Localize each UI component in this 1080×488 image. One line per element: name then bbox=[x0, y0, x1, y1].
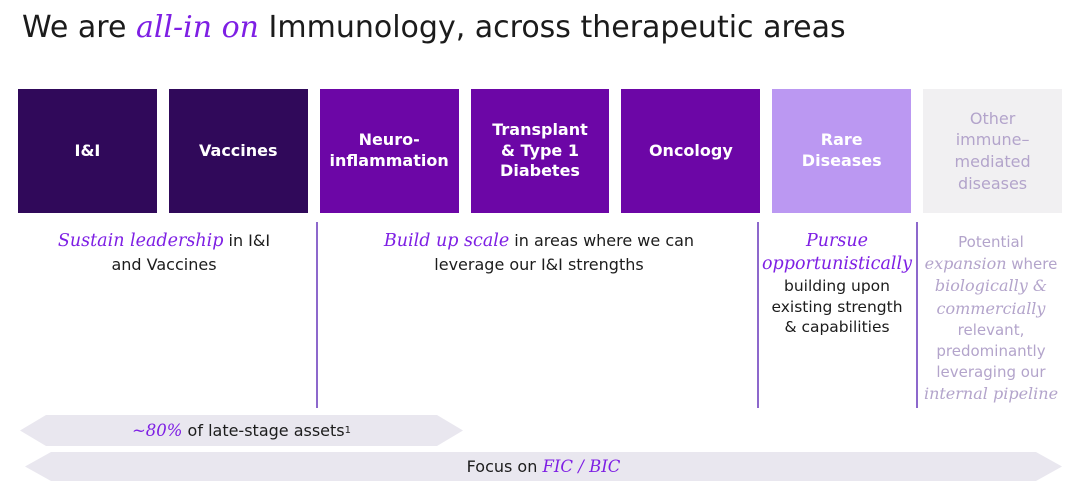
note-sustain-leadership: Sustain leadership in I&I and Vaccines bbox=[18, 230, 310, 275]
note-line: predominantly bbox=[936, 342, 1046, 361]
note-line: Sustain leadership in I&I bbox=[18, 230, 310, 254]
box-label-line: & Type 1 bbox=[501, 140, 579, 160]
box-label-line: Neuro- bbox=[358, 130, 420, 150]
note-line: expansion where bbox=[919, 253, 1063, 275]
note-build-up-scale: Build up scale in areas where we can lev… bbox=[322, 230, 756, 275]
banner-focus-fic-bic: Focus on FIC / BIC bbox=[25, 452, 1062, 481]
title-suffix: Immunology, across therapeutic areas bbox=[259, 10, 846, 45]
box-label-line: Oncology bbox=[648, 140, 733, 160]
box-rare-diseases: Rare Diseases bbox=[772, 89, 912, 213]
note-line: leveraging our bbox=[936, 363, 1046, 382]
title-accent: all-in on bbox=[135, 10, 259, 45]
note-line: & capabilities bbox=[784, 318, 890, 337]
note-line: leverage our I&I strengths bbox=[434, 254, 644, 274]
note-accent: opportunistically bbox=[762, 254, 912, 275]
note-line: Potential bbox=[958, 233, 1024, 251]
note-accent: Pursue bbox=[805, 231, 869, 251]
note-italic: commercially bbox=[936, 298, 1046, 318]
box-other-immune-mediated: Other immune– mediated diseases bbox=[923, 89, 1063, 213]
note-accent: Sustain leadership bbox=[57, 231, 224, 251]
note-line: relevant, bbox=[957, 321, 1025, 340]
banner-text: of late-stage assets bbox=[182, 421, 345, 440]
box-label-line: Vaccines bbox=[199, 140, 278, 160]
box-label-line: Other bbox=[969, 108, 1016, 128]
note-italic: biologically & bbox=[934, 276, 1048, 296]
box-label-line: Diabetes bbox=[500, 161, 580, 181]
therapeutic-area-row: I&I Vaccines Neuro- inflammation Transpl… bbox=[18, 89, 1063, 213]
box-oncology: Oncology bbox=[621, 89, 761, 213]
title-prefix: We are bbox=[22, 10, 136, 45]
box-label-line: Diseases bbox=[801, 151, 882, 170]
box-label-line: inflammation bbox=[329, 151, 449, 170]
note-pursue-opportunistically: Pursue opportunistically building upon e… bbox=[760, 230, 914, 338]
note-line: Build up scale in areas where we can bbox=[322, 230, 756, 254]
column-divider bbox=[757, 222, 759, 408]
note-text: in areas where we can bbox=[509, 231, 695, 250]
note-text: where bbox=[1006, 255, 1058, 273]
note-accent: Build up scale bbox=[383, 231, 510, 251]
note-potential-expansion: Potential expansion where biologically &… bbox=[919, 232, 1063, 406]
banner-text: Focus on bbox=[466, 457, 543, 476]
note-italic: internal pipeline bbox=[923, 384, 1059, 404]
box-label-line: I&I bbox=[74, 140, 101, 160]
footnote-marker: 1 bbox=[344, 425, 352, 436]
box-transplant-type1-diabetes: Transplant & Type 1 Diabetes bbox=[470, 89, 610, 213]
box-label-line: mediated bbox=[954, 152, 1031, 171]
note-line: building upon bbox=[784, 277, 890, 296]
box-neuro-inflammation: Neuro- inflammation bbox=[319, 89, 459, 213]
page-title: We are all-in on Immunology, across ther… bbox=[22, 10, 846, 45]
note-text: in I&I bbox=[223, 231, 271, 250]
box-i-and-i: I&I bbox=[18, 89, 157, 213]
column-divider bbox=[316, 222, 318, 408]
note-italic: expansion bbox=[924, 254, 1007, 273]
box-label-line: diseases bbox=[958, 173, 1028, 193]
box-label-line: Transplant bbox=[492, 119, 588, 139]
note-line: and Vaccines bbox=[111, 254, 217, 274]
box-label-line: immune– bbox=[955, 130, 1030, 150]
column-divider bbox=[916, 222, 918, 408]
banner-accent: FIC / BIC bbox=[542, 457, 621, 476]
note-line: existing strength bbox=[771, 297, 903, 316]
banner-accent: ~80% bbox=[131, 421, 183, 440]
box-vaccines: Vaccines bbox=[168, 89, 308, 213]
box-label-line: Rare bbox=[820, 130, 863, 150]
